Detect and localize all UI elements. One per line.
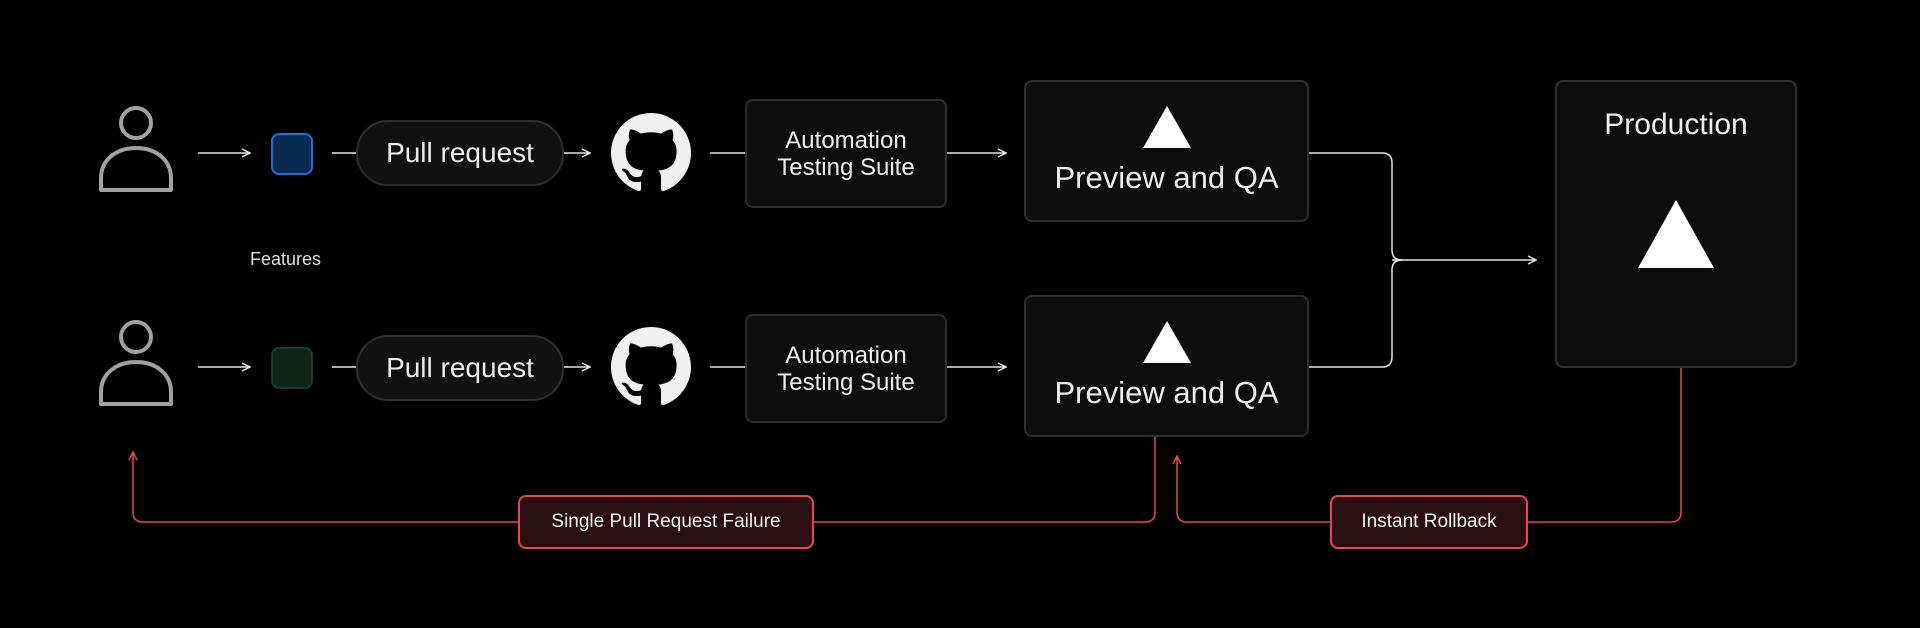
merge-line-preview-2 bbox=[1309, 259, 1403, 368]
triangle-icon bbox=[1638, 200, 1714, 268]
instant-rollback-label: Instant Rollback bbox=[1330, 495, 1528, 549]
production-node: Production bbox=[1555, 80, 1797, 368]
merge-line-preview-1 bbox=[1309, 152, 1403, 261]
pull-request-node-1: Pull request bbox=[356, 120, 564, 186]
preview-label: Preview and QA bbox=[1054, 160, 1279, 195]
features-label: Features bbox=[250, 249, 322, 269]
automation-testing-suite-1: Automation Testing Suite bbox=[745, 99, 947, 208]
triangle-icon bbox=[1142, 321, 1191, 363]
suite-line-1: Automation bbox=[785, 341, 907, 369]
feature-square-blue bbox=[271, 133, 313, 175]
suite-line-2: Testing Suite bbox=[777, 368, 915, 396]
suite-line-1: Automation bbox=[785, 126, 907, 154]
production-label: Production bbox=[1604, 108, 1748, 141]
triangle-icon bbox=[1142, 106, 1191, 148]
suite-line-2: Testing Suite bbox=[777, 153, 915, 181]
github-icon bbox=[611, 113, 691, 192]
preview-and-qa-2: Preview and QA bbox=[1024, 295, 1309, 437]
preview-label: Preview and QA bbox=[1054, 375, 1279, 410]
preview-and-qa-1: Preview and QA bbox=[1024, 80, 1309, 222]
user-icon bbox=[99, 320, 173, 406]
feature-square-green bbox=[271, 347, 313, 389]
single-pr-failure-label: Single Pull Request Failure bbox=[518, 495, 814, 549]
automation-testing-suite-2: Automation Testing Suite bbox=[745, 314, 947, 423]
github-icon bbox=[611, 327, 691, 406]
user-icon bbox=[99, 106, 173, 192]
pull-request-node-2: Pull request bbox=[356, 335, 564, 401]
